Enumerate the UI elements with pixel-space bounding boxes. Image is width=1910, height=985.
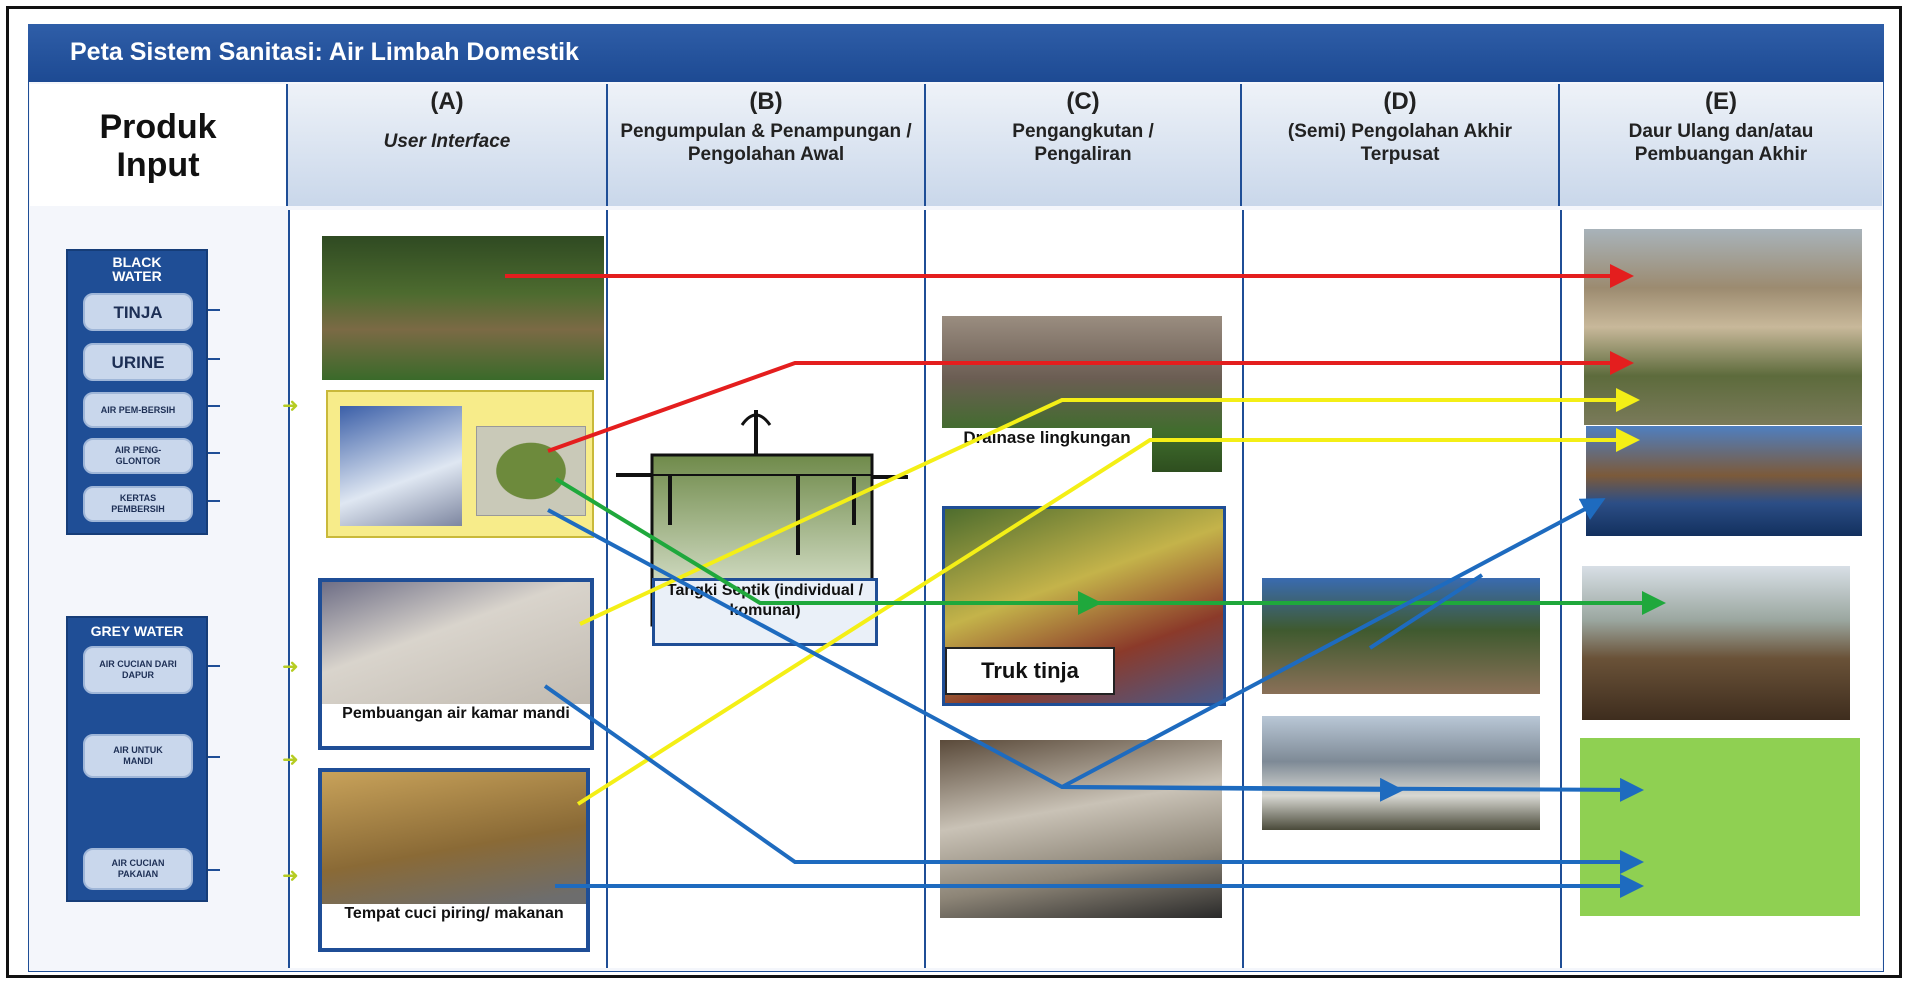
outer-frame	[6, 6, 1902, 978]
tick	[208, 452, 220, 454]
black-water-group: BLACK WATER TINJA URINE AIR PEM-BERSIH A…	[66, 249, 208, 535]
input-urine: URINE	[83, 343, 193, 381]
truck-caption: Truk tinja	[945, 647, 1115, 695]
grey-water-title: GREY WATER	[90, 623, 184, 639]
tick	[208, 358, 220, 360]
yellow-flow-arrow	[579, 388, 1640, 626]
blue-flow-arrow	[1061, 498, 1606, 789]
title-bar: Peta Sistem Sanitasi: Air Limbah Domesti…	[28, 24, 1884, 82]
input-air-cucian-dapur: AIR CUCIAN DARI DAPUR	[83, 646, 193, 694]
squat-toilet-image	[476, 426, 586, 516]
header-col-d: (D) (Semi) Pengolahan Akhir Terpusat	[1242, 84, 1560, 206]
input-air-untuk-mandi: AIR UNTUK MANDI	[83, 734, 193, 778]
yellow-flow-arrow	[576, 428, 1640, 806]
septic-caption: Tangki Septik (individual / komunal)	[652, 578, 878, 646]
tick	[208, 869, 220, 871]
tick	[208, 665, 220, 667]
header-produk: Produk	[99, 108, 217, 146]
red-flow-arrow	[547, 351, 1634, 453]
latrine-over-pond-image	[322, 236, 604, 380]
col-a-name: User Interface	[383, 131, 511, 152]
black-water-title: BLACK WATER	[112, 254, 162, 284]
bathroom-caption: Pembuangan air kamar mandi	[322, 704, 590, 746]
header-col-a: (A) User Interface	[288, 84, 608, 206]
sink-caption: Tempat cuci piring/ makanan	[322, 904, 586, 948]
col-e-name: Daur Ulang dan/atau Pembuangan Akhir	[1628, 121, 1814, 165]
tick	[208, 405, 220, 407]
drainage-image: Drainase lingkungan	[942, 316, 1222, 472]
col-d-letter: (D)	[1383, 88, 1417, 115]
col-d-name: (Semi) Pengolahan Akhir Terpusat	[1287, 121, 1513, 165]
sewer-pipe-image	[940, 740, 1222, 918]
input-tinja: TINJA	[83, 293, 193, 331]
header-col-e: (E) Daur Ulang dan/atau Pembuangan Akhir	[1560, 84, 1882, 206]
col-c-letter: (C)	[1066, 88, 1100, 115]
tick	[208, 756, 220, 758]
col-c-name: Pengangkutan / Pengaliran	[1012, 121, 1154, 165]
kitchen-sink-image: Tempat cuci piring/ makanan	[318, 768, 590, 952]
input-air-pembersih: AIR PEM-BERSIH	[83, 392, 193, 428]
input-arrow: ➜	[282, 395, 299, 417]
header-col-c: (C) Pengangkutan / Pengaliran	[926, 84, 1242, 206]
input-air-cucian-pakaian: AIR CUCIAN PAKAIAN	[83, 848, 193, 890]
col-e-letter: (E)	[1705, 88, 1737, 115]
tick	[208, 309, 220, 311]
grey-water-group: GREY WATER AIR CUCIAN DARI DAPUR AIR UNT…	[66, 616, 208, 902]
field-pipe-image	[1582, 566, 1850, 720]
input-air-pengglontor: AIR PENG-GLONTOR	[83, 438, 193, 474]
header-produk-input: Produk Input	[30, 84, 288, 206]
blue-flow-arrow	[1061, 777, 1404, 802]
drainage-caption: Drainase lingkungan	[942, 428, 1152, 472]
input-arrow: ➜	[282, 865, 299, 887]
header-col-b: (B) Pengumpulan & Penampungan / Pengolah…	[608, 84, 926, 206]
treatment-plant-image-1	[1262, 578, 1540, 694]
input-kertas-pembersih: KERTAS PEMBERSIH	[83, 486, 193, 522]
bathroom-image: Pembuangan air kamar mandi	[318, 578, 594, 750]
diagram-title: Peta Sistem Sanitasi: Air Limbah Domesti…	[70, 38, 579, 66]
header-input: Input	[116, 146, 200, 184]
toilet-images	[326, 390, 594, 538]
treatment-plant-image-2	[1262, 716, 1540, 830]
col-b-letter: (B)	[749, 88, 783, 115]
tick	[208, 500, 220, 502]
blue-flow-arrow	[547, 508, 1644, 802]
sludge-truck-image: Truk tinja	[942, 506, 1226, 706]
col-b-name: Pengumpulan & Penampungan / Pengolahan A…	[620, 121, 912, 165]
green-flow-arrow	[554, 477, 1666, 615]
sitting-toilet-image	[340, 406, 462, 526]
blue-flow-arrow	[543, 684, 1644, 874]
input-arrow: ➜	[282, 656, 299, 678]
blue-flow-arrow	[1368, 573, 1484, 650]
col-a-letter: (A)	[430, 88, 464, 115]
input-arrow: ➜	[282, 749, 299, 771]
